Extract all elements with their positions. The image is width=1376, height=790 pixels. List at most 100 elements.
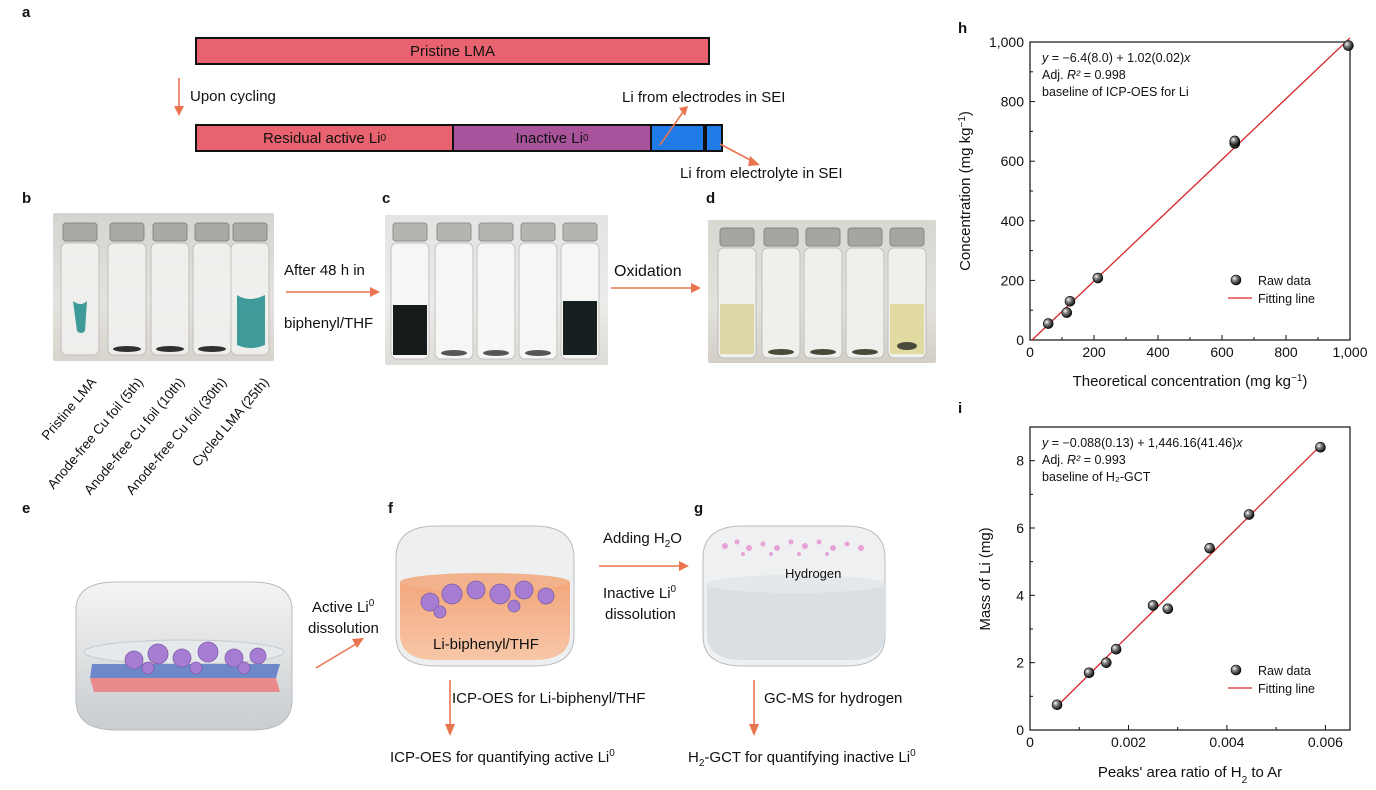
upon-cycling-label: Upon cycling <box>190 88 276 105</box>
photo-vials-d <box>708 220 936 363</box>
annotation-line: baseline of ICP-OES for Li <box>1042 85 1189 99</box>
data-point <box>1042 318 1054 329</box>
vials-b-drawing <box>60 222 270 356</box>
data-point <box>1101 657 1112 668</box>
pristine-lma-bar: Pristine LMA <box>195 37 710 65</box>
icp-oes-step-label: ICP-OES for Li-biphenyl/THF <box>452 690 646 707</box>
adding-sub: 2 <box>664 539 671 550</box>
y-tick-label: 800 <box>1001 94 1025 110</box>
data-point <box>1110 643 1122 655</box>
legend-label-raw: Raw data <box>1258 664 1311 678</box>
x-tick-label: 0 <box>1026 734 1034 750</box>
beaker-g-illustration <box>702 525 886 667</box>
annotation-line: y = −0.088(0.13) + 1,446.16(41.46)x <box>1041 436 1243 450</box>
arrow-f-to-g <box>599 561 689 571</box>
vial-label-cycled: Cycled LMA (25th) <box>188 374 272 470</box>
li-from-electrolyte-label: Li from electrolyte in SEI <box>680 165 843 182</box>
inactive-li-line1: Inactive Li0 <box>603 584 676 602</box>
adding-text: Adding H <box>603 530 665 547</box>
legend-label-raw: Raw data <box>1258 274 1311 288</box>
panel-label-h: h <box>958 20 968 37</box>
x-axis-label: Theoretical concentration (mg kg−1) <box>1073 373 1308 391</box>
panel-label-b: b <box>22 190 32 207</box>
residual-sup: 0 <box>380 132 387 144</box>
panel-label-e: e <box>22 500 31 517</box>
oxidation-label: Oxidation <box>614 263 682 280</box>
y-tick-label: 600 <box>1001 153 1025 169</box>
cycling-arrow <box>174 78 184 116</box>
y-tick-label: 6 <box>1016 520 1024 536</box>
data-point <box>1061 307 1073 318</box>
y-tick-label: 4 <box>1016 587 1024 603</box>
adding-water-label: Adding H2O <box>603 530 682 550</box>
x-tick-label: 400 <box>1146 344 1170 360</box>
h2-tail: -GCT for quantifying inactive Li <box>704 749 911 766</box>
data-point <box>1315 441 1326 453</box>
after-48h-label: After 48 h in <box>284 262 365 279</box>
arrow-g-down <box>749 680 759 736</box>
panel-label-d: d <box>706 190 716 207</box>
inactive-li-sup: 0 <box>670 584 677 595</box>
biphenyl-thf-label: biphenyl/THF <box>284 315 374 332</box>
data-point <box>1051 699 1063 711</box>
annotation-line: baseline of H₂-GCT <box>1042 470 1151 484</box>
hydrogen-label: Hydrogen <box>785 566 842 581</box>
photo-vials-b <box>53 213 274 361</box>
arrow-e-to-f <box>315 638 364 669</box>
y-tick-label: 1,000 <box>989 34 1024 50</box>
x-tick-label: 800 <box>1274 344 1298 360</box>
x-tick-label: 0.006 <box>1308 734 1343 750</box>
panel-label-f: f <box>388 500 393 517</box>
arrow-f-down <box>445 680 455 736</box>
icp-quantify-sup: 0 <box>609 748 615 759</box>
panel-label-g: g <box>694 500 704 517</box>
h2-sup: 0 <box>910 748 916 759</box>
sei-arrows <box>659 106 760 166</box>
photo-vials-c <box>385 215 608 365</box>
inactive-li-label: Inactive Li <box>515 129 583 147</box>
residual-active-li-label: Residual active Li <box>262 129 381 147</box>
active-li-line1: Active Li0 <box>312 598 374 616</box>
x-tick-label: 0.002 <box>1111 734 1146 750</box>
arrow-b-to-c <box>286 287 380 297</box>
y-tick-label: 200 <box>1001 272 1025 288</box>
y-axis-label: Concentration (mg kg−1) <box>957 111 975 271</box>
x-axis-label: Peaks' area ratio of H2 to Ar <box>1098 764 1282 786</box>
panel-label-a: a <box>22 4 31 21</box>
y-tick-label: 0 <box>1016 722 1024 738</box>
h2-prefix: H <box>688 749 699 766</box>
icp-quantify-label: ICP-OES for quantifying active Li0 <box>390 748 615 766</box>
inactive-sup: 0 <box>582 132 589 144</box>
data-point <box>1162 603 1174 615</box>
beaker-e-illustration <box>75 581 293 731</box>
fitting-line <box>1054 445 1321 710</box>
vials-c-drawing <box>390 222 600 360</box>
panel-label-i: i <box>958 400 963 417</box>
vials-d-drawing <box>717 227 927 359</box>
active-li-sup: 0 <box>368 598 375 609</box>
x-tick-label: 600 <box>1210 344 1234 360</box>
active-li-text: Active Li <box>312 599 369 616</box>
sei-electrolyte-segment <box>707 126 721 150</box>
annotation-line: Adj. R² = 0.998 <box>1042 68 1126 82</box>
x-tick-label: 200 <box>1082 344 1106 360</box>
arrow-c-to-d <box>611 283 701 293</box>
data-point <box>1092 272 1104 284</box>
data-point <box>1147 600 1159 611</box>
legend-marker-raw <box>1230 274 1242 286</box>
legend-label-fit: Fitting line <box>1258 292 1315 306</box>
legend-marker-raw <box>1230 664 1242 676</box>
fitting-line <box>1031 37 1351 341</box>
x-tick-label: 1,000 <box>1332 344 1367 360</box>
inactive-dissolution-label: dissolution <box>605 606 676 623</box>
pristine-lma-label: Pristine LMA <box>409 42 496 60</box>
x-tick-label: 0 <box>1026 344 1034 360</box>
data-point <box>1343 40 1354 51</box>
data-point <box>1229 135 1241 147</box>
y-tick-label: 0 <box>1016 332 1024 348</box>
